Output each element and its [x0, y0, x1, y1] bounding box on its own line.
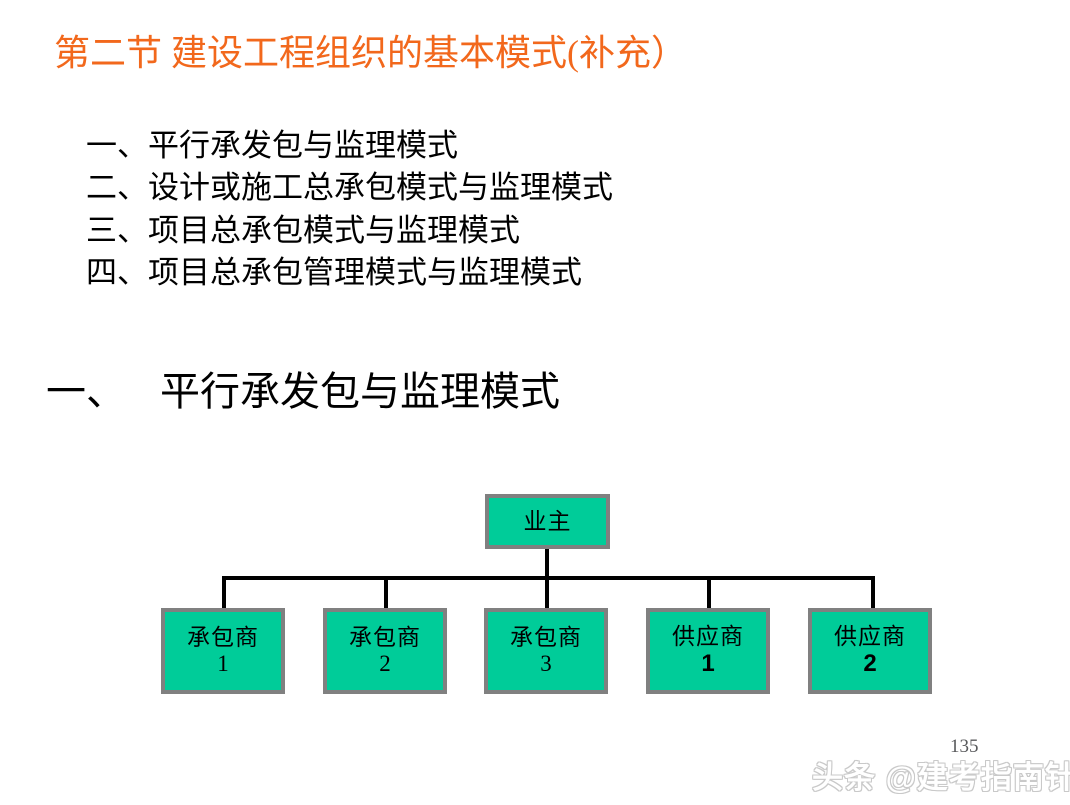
org-node-label: 承包商: [349, 624, 421, 650]
page-title: 第二节 建设工程组织的基本模式(补充）: [54, 33, 687, 73]
org-node-root[interactable]: 业主: [485, 494, 610, 549]
section-heading-number: 一、: [46, 369, 126, 414]
list-item: 一、平行承发包与监理模式: [86, 128, 458, 163]
watermark-text: 头条 @建考指南针: [812, 760, 1070, 795]
connector-drop-4: [707, 576, 711, 610]
list-item: 四、项目总承包管理模式与监理模式: [86, 255, 582, 291]
org-node-number: 1: [217, 650, 229, 676]
org-node-label: 承包商: [187, 624, 259, 650]
connector-drop-3: [545, 576, 549, 610]
connector-drop-5: [871, 576, 875, 610]
page-number: 135: [950, 736, 979, 757]
org-node-contractor-2[interactable]: 承包商 2: [323, 608, 447, 694]
org-node-supplier-1[interactable]: 供应商 1: [646, 608, 770, 694]
org-node-label: 供应商: [834, 624, 906, 650]
section-heading: 一、平行承发包与监理模式: [46, 368, 560, 416]
connector-drop-1: [222, 576, 226, 610]
org-node-number: 2: [379, 650, 391, 676]
org-node-contractor-1[interactable]: 承包商 1: [161, 608, 285, 694]
org-node-number: 2: [863, 650, 877, 678]
org-node-label: 供应商: [672, 624, 744, 650]
org-node-number: 3: [540, 650, 552, 676]
connector-drop-2: [384, 576, 388, 610]
org-node-label: 承包商: [510, 624, 582, 650]
list-item: 二、设计或施工总承包模式与监理模式: [86, 170, 613, 206]
org-node-contractor-3[interactable]: 承包商 3: [484, 608, 608, 694]
org-node-supplier-2[interactable]: 供应商 2: [808, 608, 932, 694]
outline-list: 一、平行承发包与监理模式 二、设计或施工总承包模式与监理模式 三、项目总承包模式…: [86, 125, 966, 295]
connector-root-stem: [545, 548, 549, 580]
org-node-label: 业主: [523, 508, 572, 534]
org-node-number: 1: [701, 650, 715, 678]
list-item: 三、项目总承包模式与监理模式: [86, 212, 520, 248]
section-heading-text: 平行承发包与监理模式: [160, 369, 560, 414]
